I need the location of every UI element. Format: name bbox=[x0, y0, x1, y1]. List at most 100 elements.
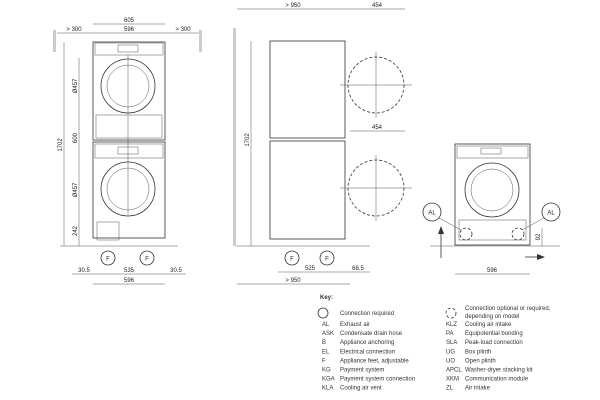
legend-abbr: AL bbox=[322, 322, 330, 328]
leader-line bbox=[521, 217, 545, 231]
wall bbox=[233, 28, 236, 246]
dim-596-bottom: 596 bbox=[124, 278, 135, 284]
foot-marker bbox=[100, 250, 116, 266]
legend-text: Payment system bbox=[340, 368, 384, 374]
foot-marker bbox=[139, 250, 155, 266]
dim-1702: 1702 bbox=[58, 138, 64, 152]
dim-clear-right: > 300 bbox=[175, 27, 191, 33]
dim-950-bottom: > 950 bbox=[285, 278, 301, 284]
legend-abbr: APCL bbox=[446, 368, 462, 374]
legend-abbr: B bbox=[322, 340, 326, 346]
exhaust-opening bbox=[511, 227, 525, 241]
al-marker-right bbox=[541, 202, 561, 222]
dim-596: 596 bbox=[124, 27, 135, 33]
door bbox=[464, 162, 520, 218]
dim-242: 242 bbox=[73, 225, 79, 236]
foot-label: F bbox=[325, 257, 329, 263]
side-view: > 950 454 454 1702 F F 525 68.5 > 950 bbox=[233, 3, 412, 285]
dim-30-5-left: 30.5 bbox=[78, 268, 90, 274]
dim-clear-left: > 300 bbox=[66, 27, 82, 33]
legend-text: Peak-load connection bbox=[465, 340, 523, 346]
legend-text: Appliance anchoring bbox=[340, 340, 394, 346]
legend-text: Condensate drain hose bbox=[340, 331, 403, 337]
connection-required-icon bbox=[317, 307, 329, 319]
legend-text: Electrical connection bbox=[340, 349, 395, 355]
al-marker-left bbox=[422, 202, 442, 222]
legend-text: Cooling air intake bbox=[465, 322, 512, 328]
legend-optional: Connection optional or required, bbox=[465, 306, 551, 312]
foot-label: F bbox=[290, 257, 294, 263]
legend-abbr: KLZ bbox=[446, 322, 457, 328]
leader-line bbox=[438, 217, 462, 231]
dim-950-top: > 950 bbox=[285, 3, 301, 9]
legend-text: Open plinth bbox=[465, 358, 496, 364]
legend-title: Key: bbox=[320, 295, 333, 301]
legend-abbr: KGA bbox=[322, 377, 335, 383]
legend-text: Equipotential bonding bbox=[465, 331, 523, 337]
dim-535: 535 bbox=[124, 268, 135, 274]
dryer-body bbox=[92, 41, 166, 141]
legend-abbr: UO bbox=[446, 358, 455, 364]
dim-454-bottom: 454 bbox=[372, 125, 383, 131]
wall-left bbox=[53, 30, 56, 52]
dim-30-5-right: 30.5 bbox=[170, 268, 182, 274]
dim-92: 92 bbox=[536, 233, 542, 240]
dim-605: 605 bbox=[124, 18, 135, 24]
legend-text: Air intake bbox=[465, 386, 491, 392]
dim-525: 525 bbox=[305, 266, 316, 272]
dim-454-top: 454 bbox=[372, 3, 383, 9]
door-glass bbox=[470, 168, 514, 212]
legend-abbr: ZL bbox=[446, 386, 454, 392]
legend-required: Connection required bbox=[340, 311, 394, 317]
washer-hatch bbox=[96, 221, 120, 241]
exhaust-opening bbox=[459, 227, 473, 241]
front-view: 605 596 > 300 > 300 1702 Ø457 600 Ø457 2… bbox=[53, 18, 202, 285]
legend-text: Exhaust air bbox=[340, 322, 370, 328]
washer-side bbox=[269, 140, 346, 240]
foot-marker bbox=[284, 250, 300, 266]
al-label-right: AL bbox=[547, 211, 555, 217]
foot-marker bbox=[319, 250, 335, 266]
detail-view: AL AL 92 596 bbox=[422, 143, 561, 275]
dryer-side bbox=[269, 40, 346, 139]
legend-abbr: PA bbox=[446, 331, 454, 337]
legend-abbr: SLA bbox=[446, 340, 457, 346]
dryer-drawer bbox=[95, 114, 163, 139]
appliance-front bbox=[454, 143, 531, 246]
legend-optional: depending on model bbox=[465, 314, 519, 320]
dim-door1: Ø457 bbox=[73, 78, 79, 93]
legend-abbr: KG bbox=[322, 368, 331, 374]
dim-1702-side: 1702 bbox=[245, 133, 251, 147]
legend-text: Washer-dryer stacking kit bbox=[465, 368, 533, 374]
dryer-panel bbox=[94, 42, 164, 56]
dim-door2: Ø457 bbox=[73, 182, 79, 197]
legend-abbr: KLA bbox=[322, 386, 333, 392]
legend-abbr: UG bbox=[446, 349, 455, 355]
legend-abbr: EL bbox=[322, 349, 330, 355]
al-label-left: AL bbox=[428, 211, 436, 217]
foot-label: F bbox=[145, 257, 149, 263]
legend-abbr: XKM bbox=[446, 377, 459, 383]
legend-text: Cooling air vent bbox=[340, 386, 382, 392]
legend-text: Box plinth bbox=[465, 349, 491, 355]
display bbox=[480, 147, 502, 155]
legend-abbr: F bbox=[322, 358, 326, 364]
legend-abbr: ASK bbox=[322, 331, 334, 337]
wall-right bbox=[199, 30, 202, 52]
washer-panel bbox=[94, 143, 164, 159]
dim-596-detail: 596 bbox=[487, 268, 498, 274]
arrow-head bbox=[537, 254, 545, 260]
legend: Key: Connection required Connection opti… bbox=[317, 295, 551, 392]
control-panel bbox=[456, 145, 529, 159]
plinth bbox=[458, 219, 527, 241]
dryer-display bbox=[117, 44, 139, 53]
connection-optional-icon bbox=[445, 307, 457, 319]
dim-68-5: 68.5 bbox=[352, 266, 364, 272]
legend-text: Appliance feet, adjustable bbox=[340, 358, 409, 364]
dim-600: 600 bbox=[73, 132, 79, 143]
foot-label: F bbox=[106, 257, 110, 263]
legend-text: Payment system connection bbox=[340, 377, 415, 383]
washer-body bbox=[92, 141, 166, 239]
arrow-head bbox=[438, 226, 444, 234]
